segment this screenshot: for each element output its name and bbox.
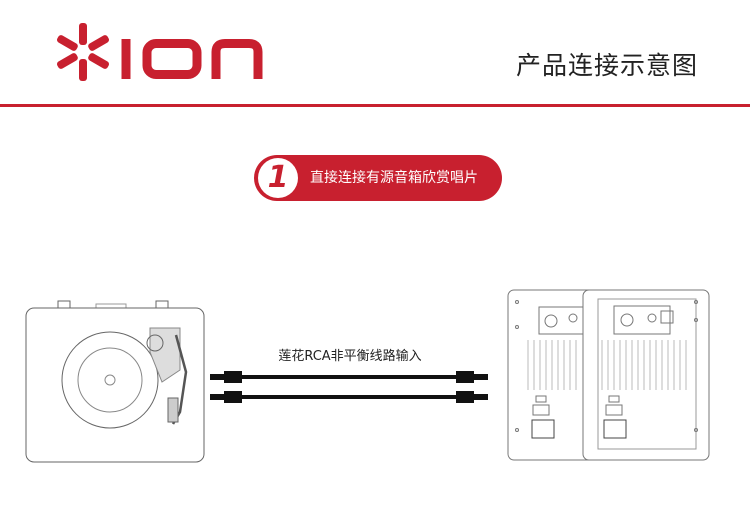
- step-label: 直接连接有源音箱欣赏唱片: [310, 170, 478, 186]
- connection-diagram: [25, 289, 710, 463]
- cable-label: 莲花RCA非平衡线路输入: [278, 349, 422, 364]
- page-title: 产品连接示意图: [515, 51, 698, 80]
- turntable-icon: [25, 300, 205, 463]
- rca-cable-icon: [210, 371, 488, 403]
- ion-logo: [56, 23, 263, 81]
- header: 产品连接示意图: [0, 0, 750, 108]
- ion-wordmark: [121, 39, 263, 79]
- step-badge: 1 直接连接有源音箱欣赏唱片: [254, 155, 502, 201]
- ion-starburst-icon: [56, 23, 110, 81]
- step-number: 1: [258, 158, 298, 198]
- header-divider: [0, 104, 750, 107]
- speaker-rear-panel-icon: [507, 289, 710, 461]
